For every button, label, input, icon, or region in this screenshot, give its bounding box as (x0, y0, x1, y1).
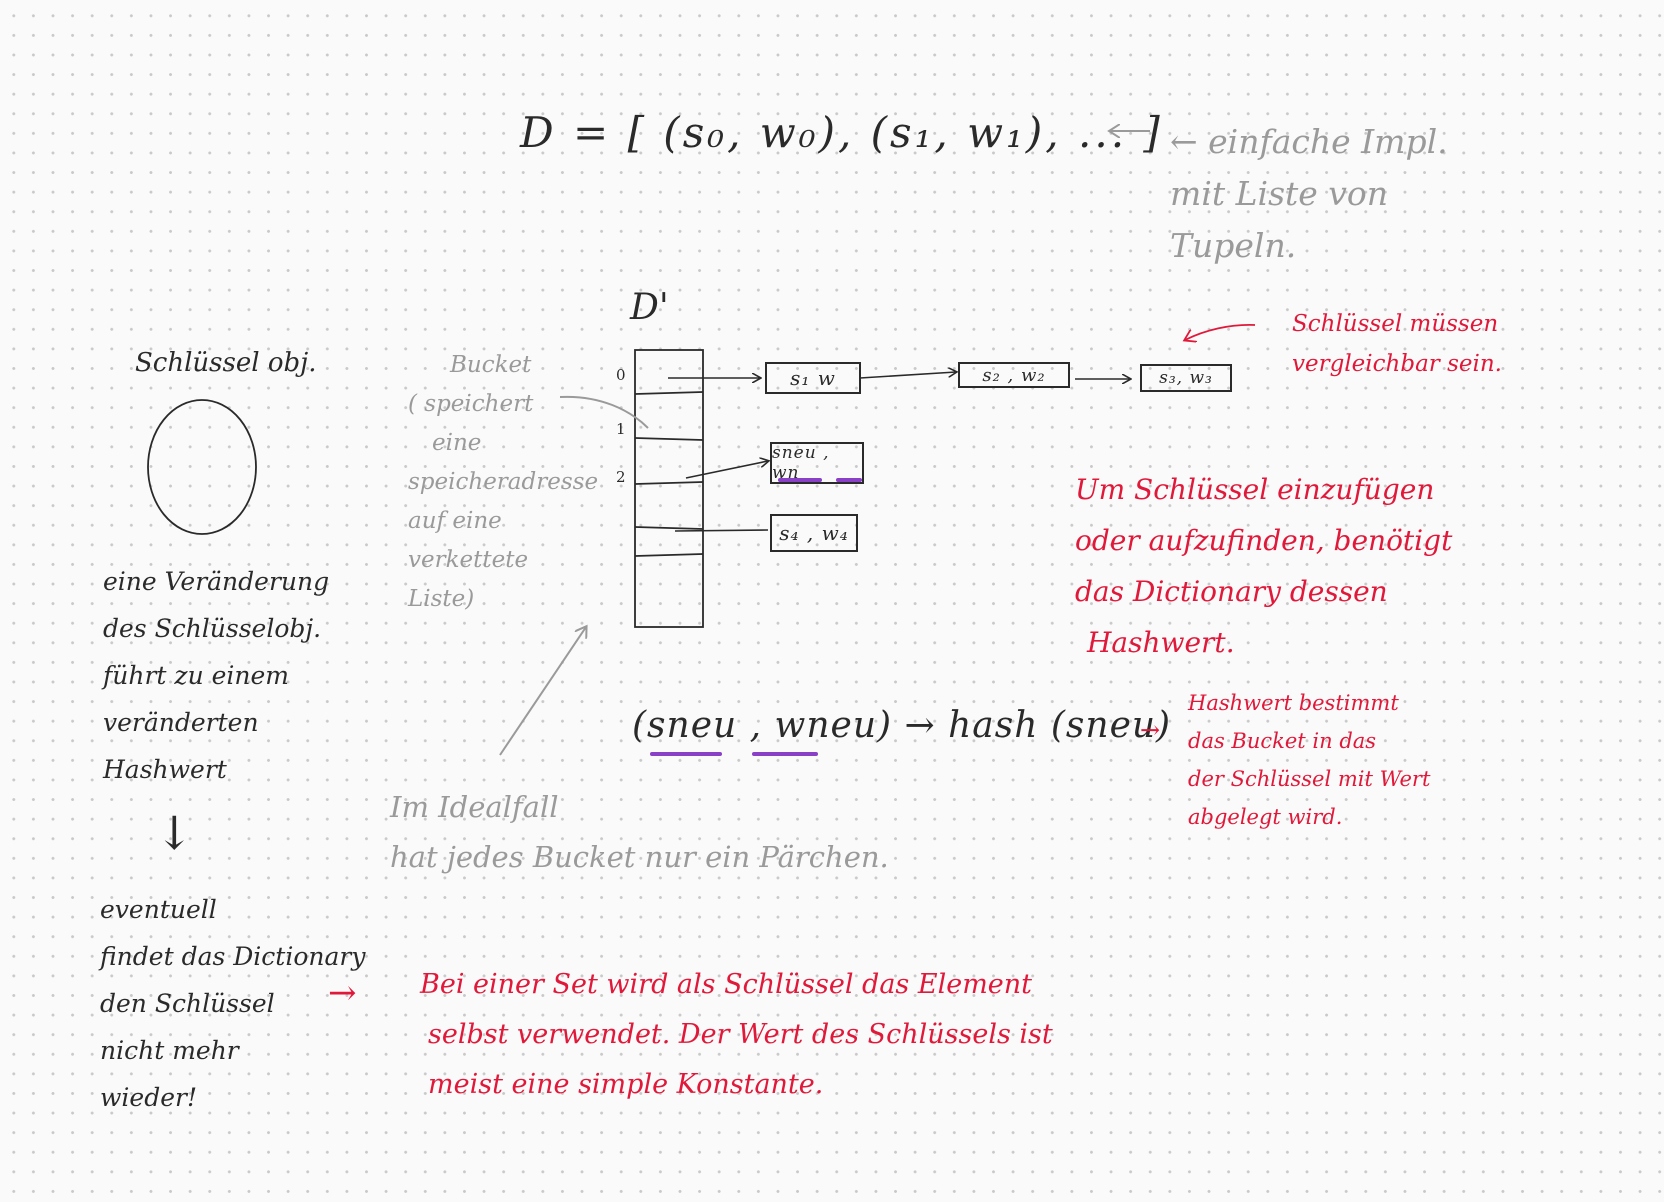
chain-node-s2: s₂ , w₂ (958, 362, 1070, 388)
formula-note-line: Tupeln. (1170, 226, 1297, 265)
comparable-note-line: vergleichbar sein. (1292, 351, 1502, 377)
hash-note-line: das Bucket in das (1188, 729, 1377, 753)
bucket-note-line: auf eine (408, 508, 502, 534)
wneu-underline (752, 752, 818, 756)
dictionary-formula: D = [ (s₀, w₀), (s₁, w₁), ... ] (520, 108, 1163, 157)
lookup-fail-note-line: den Schlüssel (100, 989, 275, 1018)
lookup-fail-note-line: findet das Dictionary (100, 942, 366, 971)
bucket-note-arrow (559, 395, 649, 429)
set-note-line: meist eine simple Konstante. (428, 1069, 824, 1100)
chain-arrow-1 (859, 372, 956, 379)
hash-note: Hashwert bestimmt das Bucket in das der … (1188, 684, 1430, 836)
sneu-underline (650, 752, 722, 756)
ideal-note-arrow (499, 627, 586, 756)
bucket-note-line: eine (432, 430, 482, 456)
formula-note-line: ← einfache Impl. (1170, 122, 1448, 161)
formula-note: ← einfache Impl. mit Liste von Tupeln. (1170, 116, 1448, 272)
key-object-circle (147, 399, 257, 535)
ideal-note: Im Idealfall hat jedes Bucket nur ein Pä… (390, 782, 889, 882)
set-note-arrow: → (328, 973, 357, 1013)
comparable-note-line: Schlüssel müssen (1292, 311, 1499, 337)
insert-note-line: oder aufzufinden, benötigt (1075, 524, 1453, 557)
dict-label: D' (630, 287, 669, 328)
change-note-line: veränderten (103, 708, 259, 737)
change-note-line: eine Veränderung (103, 567, 330, 596)
ideal-note-line: hat jedes Bucket nur ein Pärchen. (390, 840, 889, 874)
hash-note-line: der Schlüssel mit Wert (1188, 767, 1431, 791)
bucket-array (634, 349, 704, 628)
comparable-note: Schlüssel müssen vergleichbar sein. (1292, 304, 1502, 384)
change-note: eine Veränderung des Schlüsselobj. führt… (103, 558, 329, 793)
bucket-index-0: 0 (616, 366, 626, 384)
set-note-line: Bei einer Set wird als Schlüssel das Ele… (420, 969, 1033, 1000)
lookup-fail-note-line: nicht mehr (100, 1036, 239, 1065)
hash-note-line: abgelegt wird. (1188, 805, 1343, 829)
bucket-note-line: Bucket (450, 352, 532, 378)
insert-note-line: Hashwert. (1087, 626, 1235, 659)
ideal-note-line: Im Idealfall (390, 790, 559, 824)
bucket-note-line: verkettete (408, 547, 529, 573)
hash-note-line: Hashwert bestimmt (1188, 691, 1399, 715)
bucket4-arrow (674, 529, 769, 532)
change-note-line: Hashwert (103, 755, 227, 784)
bucket2-arrow (685, 461, 768, 479)
bucket-index-2: 2 (616, 468, 626, 486)
hash-note-arrow: → (1140, 716, 1161, 744)
lookup-fail-note-line: wieder! (100, 1083, 197, 1112)
set-note-line: selbst verwendet. Der Wert des Schlüssel… (428, 1019, 1053, 1050)
bucket-note-line: ( speichert (408, 391, 534, 417)
down-arrow: ↓ (155, 806, 194, 860)
insert-note: Um Schlüssel einzufügen oder aufzufinden… (1075, 464, 1452, 668)
chain-node-s1: s₁ w (765, 362, 861, 394)
bucket-note-line: Liste) (408, 586, 475, 612)
bucket-note: Bucket ( speichert eine speicheradresse … (408, 346, 598, 619)
bucket-note-line: speicheradresse (408, 469, 599, 495)
lookup-fail-note: eventuell findet das Dictionary den Schl… (100, 886, 365, 1121)
set-note: Bei einer Set wird als Schlüssel das Ele… (420, 960, 1053, 1110)
bucket-index-1: 1 (616, 420, 626, 438)
chain-node-s4: s₄ , w₄ (770, 514, 858, 552)
key-object-label: Schlüssel obj. (135, 348, 317, 378)
chain-node-s3: s₃, w₃ (1140, 364, 1232, 392)
insert-note-line: Um Schlüssel einzufügen (1075, 473, 1435, 506)
wn-underline (836, 478, 862, 482)
lookup-fail-note-line: eventuell (100, 895, 217, 924)
snew-underline (778, 478, 822, 482)
formula-note-line: mit Liste von (1170, 174, 1389, 213)
change-note-line: des Schlüsselobj. (103, 614, 322, 643)
insert-note-line: das Dictionary dessen (1075, 575, 1388, 608)
change-note-line: führt zu einem (103, 661, 290, 690)
comparable-note-arrow (1185, 324, 1256, 340)
hash-expression: (sneu , wneu) → hash (sneu) (632, 705, 1172, 746)
